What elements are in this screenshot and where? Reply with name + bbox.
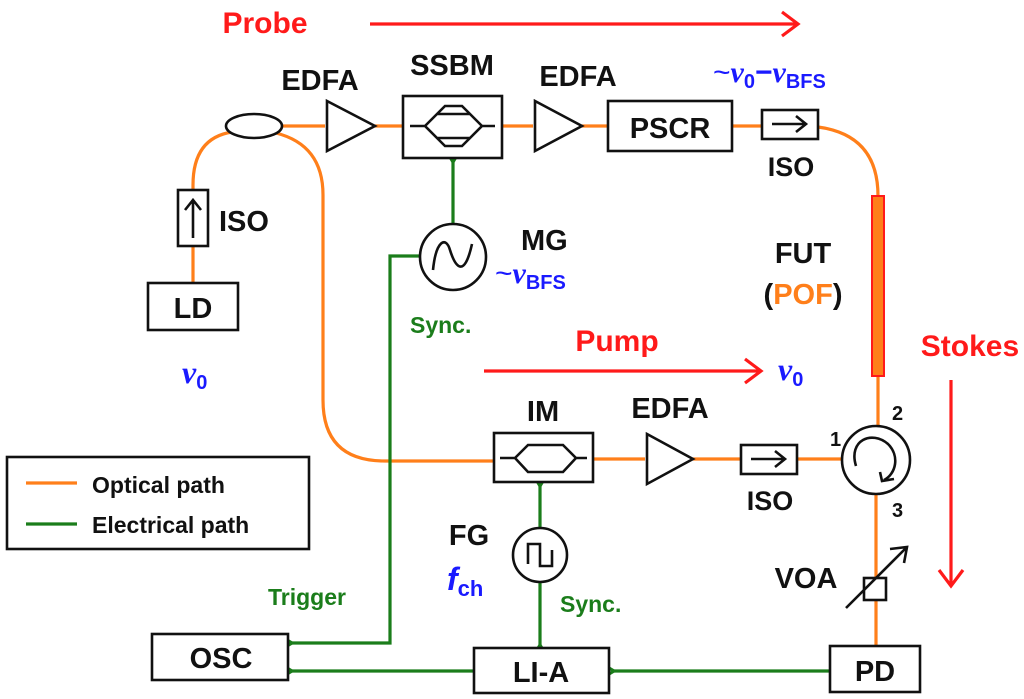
pd-box [828, 644, 922, 694]
ld-box [146, 281, 240, 332]
stokes-direction-arrow [937, 380, 965, 589]
voa-label: VOA [775, 563, 838, 595]
edfa-pump-label: EDFA [631, 393, 708, 425]
lia-box [472, 646, 611, 695]
optical-line-iso-coupler [191, 130, 233, 190]
iso-probe-label: ISO [768, 152, 815, 182]
edfa-probe-2-amplifier-icon [533, 98, 585, 154]
fiber-coupler-icon [224, 112, 284, 140]
pd-label: PD [855, 656, 895, 688]
edfa-pump-amplifier-icon [645, 431, 696, 487]
im-label: IM [527, 396, 559, 428]
ssbm-modulator [401, 94, 504, 160]
pump-direction-arrow [484, 357, 764, 385]
circulator-port-1: 1 [830, 429, 841, 451]
variable-arrow-icon [845, 545, 909, 609]
voa-attenuator [845, 545, 909, 609]
pump-frequency-label: ν0 [778, 351, 803, 391]
probe-frequency-label: ~ν0−νBFS [713, 56, 826, 93]
probe-direction-arrow [370, 10, 801, 38]
mg-microwave-generator [418, 222, 488, 292]
iso-ld-isolator [176, 188, 210, 248]
fut-fiber [871, 195, 885, 377]
legend-electrical-label: Electrical path [92, 512, 249, 538]
legend-optical-label: Optical path [92, 472, 225, 498]
fg-function-generator [511, 526, 569, 584]
ssbm-label: SSBM [410, 50, 494, 82]
trigger-label: Trigger [268, 584, 346, 610]
osc-box [150, 632, 290, 682]
sine-wave-icon [431, 240, 474, 271]
ld-label: LD [174, 293, 213, 325]
right-arrow-icon [772, 114, 809, 134]
circulator-port-2: 2 [892, 403, 903, 425]
pscr-box [606, 99, 734, 153]
sync-mg-label: Sync. [410, 312, 471, 338]
edfa-probe-1-amplifier-icon [325, 98, 378, 154]
fg-frequency-label: fch [447, 561, 483, 601]
mg-label: MG [521, 225, 568, 257]
iso-probe-isolator [760, 108, 820, 141]
optical-paths [191, 124, 880, 646]
optical-line-coupler-im [275, 131, 494, 463]
pscr-label: PSCR [630, 113, 711, 145]
mg-frequency-label: ~νBFS [495, 257, 566, 294]
iso-pump-isolator [739, 443, 799, 476]
lia-label: LI-A [513, 657, 569, 689]
osc-label: OSC [190, 643, 253, 675]
square-wave-icon [526, 542, 554, 568]
sync-fg-label: Sync. [560, 591, 621, 617]
circular-arrow-icon [853, 436, 897, 482]
electrical-paths [292, 162, 830, 671]
pump-title: Pump [575, 325, 658, 358]
optical-line-iso-fut [817, 125, 880, 197]
circulator-port-3: 3 [892, 500, 903, 522]
fg-label: FG [449, 520, 489, 552]
right-arrow-icon [751, 449, 788, 469]
iso-ld-label: ISO [219, 206, 269, 238]
optical-circulator [840, 424, 912, 496]
fut-medium-label: (POF) [764, 279, 843, 311]
fut-label: FUT [775, 238, 832, 270]
probe-title: Probe [222, 7, 307, 40]
mach-zehnder-icon [500, 443, 587, 474]
electrical-line-mg-osc-trigger [292, 254, 420, 643]
edfa-probe-2-label: EDFA [539, 61, 616, 93]
iso-pump-label: ISO [747, 486, 794, 516]
im-modulator [492, 431, 595, 484]
stokes-title: Stokes [921, 330, 1019, 363]
up-arrow-icon [183, 197, 203, 238]
ld-frequency-label: ν0 [182, 354, 207, 394]
edfa-probe-1-label: EDFA [281, 65, 358, 97]
legend-box [5, 455, 311, 551]
dual-mach-zehnder-icon [410, 104, 495, 148]
legend: Optical path Electrical path [5, 455, 311, 551]
